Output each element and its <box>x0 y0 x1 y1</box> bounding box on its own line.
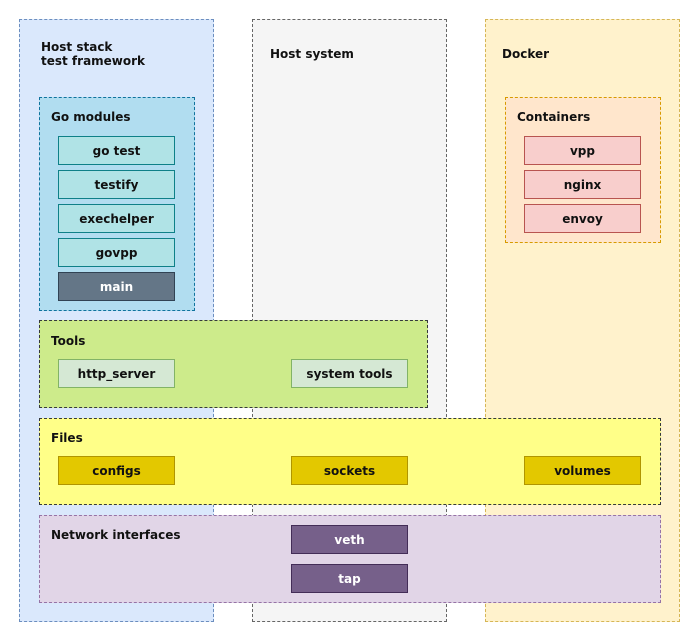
envoy-box: envoy <box>524 204 641 233</box>
network-interfaces-title: Network interfaces <box>51 528 181 542</box>
go-modules-title: Go modules <box>51 110 131 124</box>
docker-title: Docker <box>502 47 550 61</box>
main-box: main <box>58 272 175 301</box>
http-server-box: http_server <box>58 359 175 388</box>
nginx-box: nginx <box>524 170 641 199</box>
sockets-box: sockets <box>291 456 408 485</box>
tap-box: tap <box>291 564 408 593</box>
exechelper-box: exechelper <box>58 204 175 233</box>
testify-box: testify <box>58 170 175 199</box>
containers-title: Containers <box>517 110 591 124</box>
system-tools-box: system tools <box>291 359 408 388</box>
go-test-box: go test <box>58 136 175 165</box>
veth-box: veth <box>291 525 408 554</box>
files-title: Files <box>51 431 83 445</box>
configs-box: configs <box>58 456 175 485</box>
host-stack-title: Host stack test framework <box>41 40 146 68</box>
volumes-box: volumes <box>524 456 641 485</box>
govpp-box: govpp <box>58 238 175 267</box>
host-system-title: Host system <box>270 47 354 61</box>
tools-title: Tools <box>51 334 86 348</box>
vpp-box: vpp <box>524 136 641 165</box>
